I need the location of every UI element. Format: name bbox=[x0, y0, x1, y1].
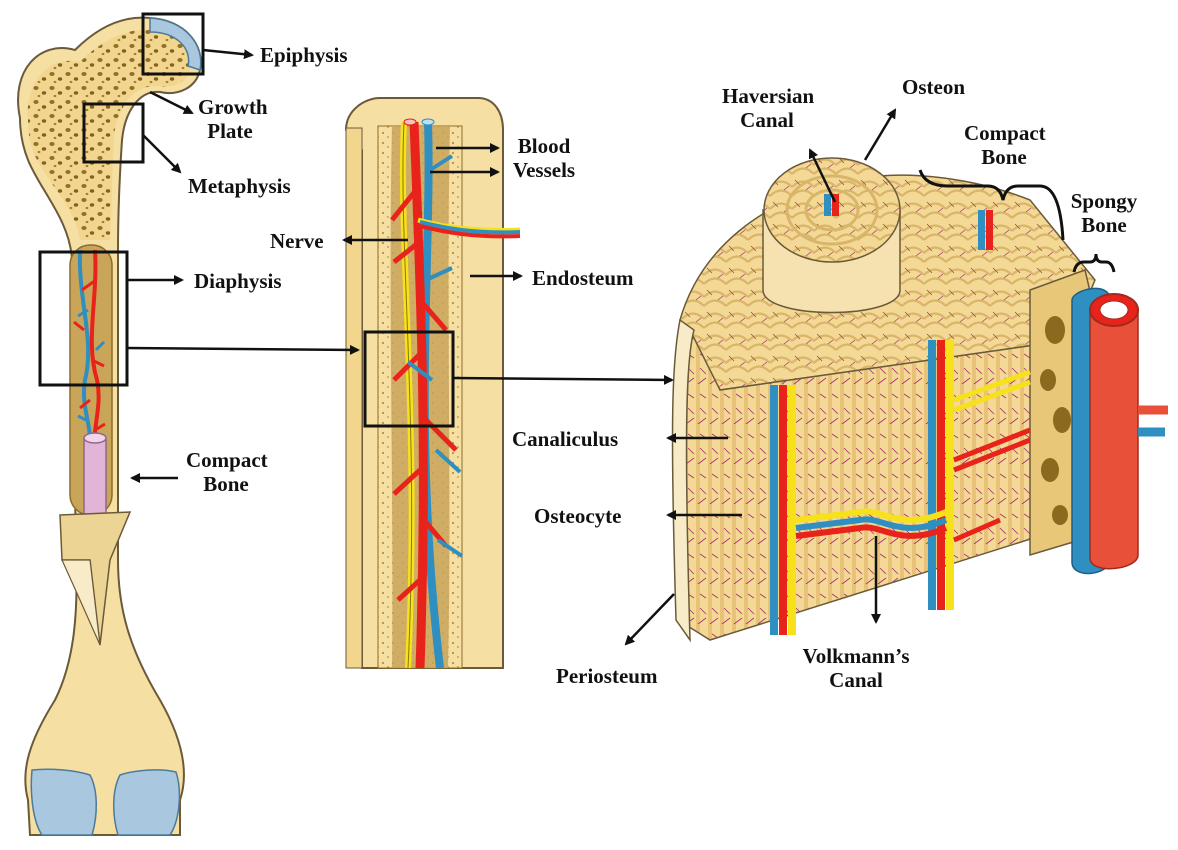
shaft-section bbox=[346, 98, 520, 668]
label-compact-bone-left: Compact Bone bbox=[186, 448, 266, 496]
label-diaphysis: Diaphysis bbox=[194, 269, 282, 293]
label-volkmanns-canal-line1: Volkmann’s bbox=[796, 644, 916, 668]
label-haversian-canal-line1: Haversian bbox=[722, 84, 812, 108]
label-compact-bone-right-line2: Bone bbox=[964, 145, 1044, 169]
label-volkmanns-canal: Volkmann’s Canal bbox=[796, 644, 916, 692]
label-spongy-bone: Spongy Bone bbox=[1064, 189, 1144, 237]
label-compact-bone-right: Compact Bone bbox=[964, 121, 1044, 169]
label-compact-bone-right-line1: Compact bbox=[964, 121, 1044, 145]
label-osteon: Osteon bbox=[902, 75, 965, 99]
label-haversian-canal: Haversian Canal bbox=[722, 84, 812, 132]
label-volkmanns-canal-line2: Canal bbox=[796, 668, 916, 692]
label-endosteum: Endosteum bbox=[532, 266, 634, 290]
label-blood-vessels: Blood Vessels bbox=[504, 134, 584, 182]
label-blood-vessels-line1: Blood bbox=[504, 134, 584, 158]
label-haversian-canal-line2: Canal bbox=[722, 108, 812, 132]
label-compact-bone-left-line2: Bone bbox=[186, 472, 266, 496]
label-growth-plate-line1: Growth bbox=[198, 95, 262, 119]
label-spongy-bone-line1: Spongy bbox=[1064, 189, 1144, 213]
label-canaliculus: Canaliculus bbox=[512, 427, 618, 451]
label-growth-plate-line2: Plate bbox=[198, 119, 262, 143]
label-spongy-bone-line2: Bone bbox=[1064, 213, 1144, 237]
label-periosteum: Periosteum bbox=[556, 664, 657, 688]
label-nerve: Nerve bbox=[270, 229, 324, 253]
label-epiphysis: Epiphysis bbox=[260, 43, 348, 67]
label-blood-vessels-line2: Vessels bbox=[504, 158, 584, 182]
label-osteocyte: Osteocyte bbox=[534, 504, 621, 528]
label-metaphysis: Metaphysis bbox=[188, 174, 291, 198]
label-compact-bone-left-line1: Compact bbox=[186, 448, 266, 472]
femur-illustration bbox=[18, 18, 201, 835]
label-growth-plate: Growth Plate bbox=[198, 95, 262, 143]
